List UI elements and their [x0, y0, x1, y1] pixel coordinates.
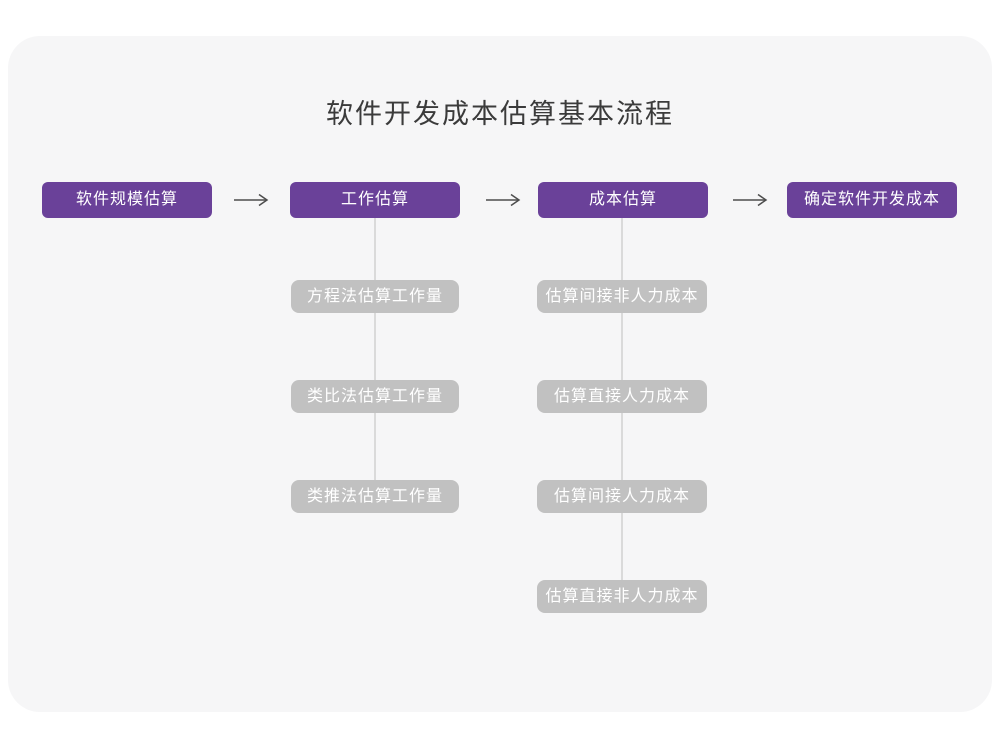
sub-node-analogy-method: 类比法估算工作量 — [291, 380, 459, 413]
sub-node-indirect-nonlabor-cost: 估算间接非人力成本 — [537, 280, 707, 313]
flow-node-software-scale-estimation: 软件规模估算 — [42, 182, 212, 218]
flow-node-determine-dev-cost: 确定软件开发成本 — [787, 182, 957, 218]
sub-node-indirect-labor-cost: 估算间接人力成本 — [537, 480, 707, 513]
flow-node-work-estimation: 工作估算 — [290, 182, 460, 218]
work-branch-connector-line — [374, 218, 376, 498]
sub-node-equation-method: 方程法估算工作量 — [291, 280, 459, 313]
right-arrow-icon — [733, 193, 768, 207]
sub-node-direct-nonlabor-cost: 估算直接非人力成本 — [537, 580, 707, 613]
sub-node-direct-labor-cost: 估算直接人力成本 — [537, 380, 707, 413]
diagram-card — [8, 36, 992, 712]
right-arrow-icon — [234, 193, 269, 207]
diagram-title: 软件开发成本估算基本流程 — [326, 99, 674, 129]
sub-node-extrapolation-method: 类推法估算工作量 — [291, 480, 459, 513]
right-arrow-icon — [486, 193, 521, 207]
flow-node-cost-estimation: 成本估算 — [538, 182, 708, 218]
